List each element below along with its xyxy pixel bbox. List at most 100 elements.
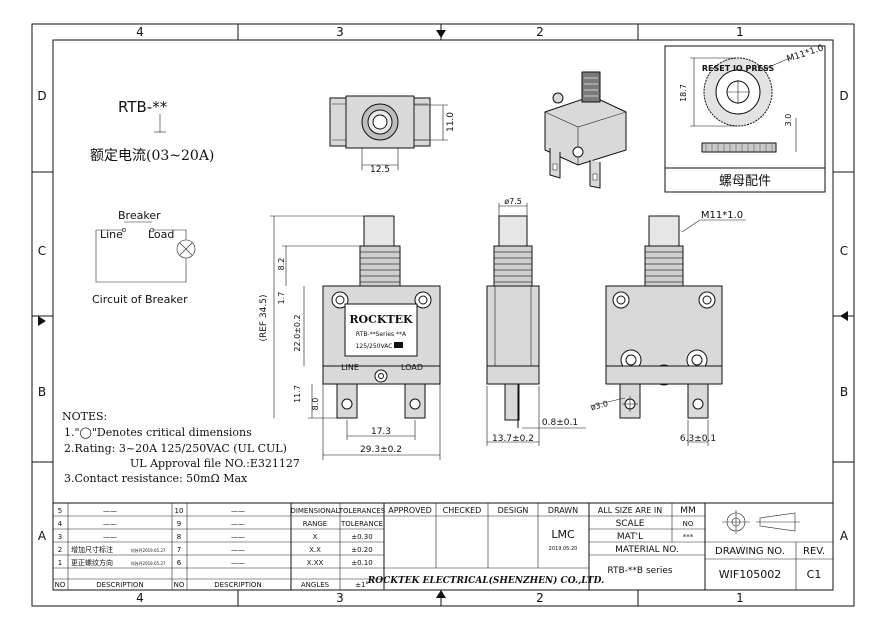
note-1: 1."◯"Denotes critical dimensions bbox=[64, 426, 252, 439]
zone-col-bottom-2: 2 bbox=[536, 591, 544, 605]
tol-row-angles-value: ±1° bbox=[355, 581, 369, 589]
center-mark-top-icon bbox=[436, 30, 446, 38]
drawn-date: 2019.05.20 bbox=[549, 546, 578, 552]
company-name: ROCKTEK ELECTRICAL(SHENZHEN) CO.,LTD. bbox=[367, 575, 604, 586]
nut-diameter-dim: 18.7 bbox=[679, 84, 688, 102]
ul-mark-icon bbox=[394, 342, 403, 348]
design-label: DESIGN bbox=[498, 506, 529, 515]
top-width-dim: 12.5 bbox=[370, 165, 390, 175]
rev-header-no-right: NO bbox=[174, 581, 185, 589]
zone-col-top-3: 3 bbox=[336, 25, 344, 39]
zone-col-top-4: 4 bbox=[136, 25, 144, 39]
notes-title: NOTES: bbox=[62, 410, 107, 423]
scale-label: SCALE bbox=[616, 519, 645, 529]
side-view: ø7.5 0.8±0.1 13.7±0.2 bbox=[486, 197, 586, 446]
drawn-by: LMC bbox=[551, 528, 575, 541]
tol-row-x-value: ±0.30 bbox=[351, 533, 372, 541]
front-dim-tab: 8.0 bbox=[311, 398, 320, 411]
projection-symbol-icon bbox=[722, 510, 800, 534]
rev-right-desc-6: —— bbox=[231, 559, 245, 567]
units-label: ALL SIZE ARE IN bbox=[598, 506, 662, 515]
front-view: ROCKTEK RTB-**Series **A 125/250VAC LINE… bbox=[259, 215, 441, 460]
rev-right-desc-8: —— bbox=[231, 533, 245, 541]
front-dim-overall: (REF 34.5) bbox=[259, 294, 269, 341]
units-value: MM bbox=[680, 506, 696, 516]
series-label: RTB-**Series **A bbox=[356, 331, 407, 338]
rev-left-desc-2: 增加尺寸标注 bbox=[71, 545, 113, 554]
rev-left-no-5: 5 bbox=[58, 507, 62, 515]
note-2: 2.Rating: 3~20A 125/250VAC (UL CUL) bbox=[64, 442, 287, 455]
side-dim-depth: 13.7±0.2 bbox=[492, 434, 534, 444]
rev-right-no-8: 8 bbox=[177, 533, 181, 541]
title-block: 5 4 3 2 1 10 9 8 7 6 —— —— —— 增加尺寸标注 更正螺… bbox=[52, 502, 834, 591]
drawn-label: DRAWN bbox=[548, 506, 578, 515]
notes: NOTES: 1."◯"Denotes critical dimensions … bbox=[62, 410, 300, 485]
voltage-label: 125/250VAC bbox=[356, 343, 393, 350]
zone-row-left-a: A bbox=[38, 529, 47, 543]
part-number: RTB-** bbox=[118, 98, 168, 116]
isometric-view bbox=[544, 71, 627, 189]
circuit-diagram: Breaker Line Load Circuit of Breaker bbox=[92, 209, 196, 306]
rating-block: RTB-** 额定电流(03~20A) bbox=[90, 98, 214, 164]
load-label: Load bbox=[148, 228, 174, 241]
line-terminal-label: LINE bbox=[341, 363, 359, 372]
side-dim-thk: 0.8±0.1 bbox=[542, 418, 578, 428]
center-mark-left-icon bbox=[38, 316, 46, 326]
rev-left-desc-5: —— bbox=[103, 507, 117, 515]
rev-header-desc-right: DESCRIPTION bbox=[214, 581, 261, 589]
zone-row-left-b: B bbox=[38, 385, 46, 399]
nut-detail: 螺母配件 RESET IO PRESS M11*1.0 18.7 3.0 bbox=[664, 43, 826, 193]
back-hole-dim: ø3.0 bbox=[590, 399, 609, 412]
front-dim-flange: 1.7 bbox=[277, 292, 286, 305]
front-dim-pitch: 17.3 bbox=[371, 427, 391, 437]
lamp-icon bbox=[176, 239, 196, 259]
rev-left-desc-4: —— bbox=[103, 520, 117, 528]
top-height-dim: 11.0 bbox=[446, 112, 456, 132]
top-view: 12.5 11.0 bbox=[329, 95, 456, 175]
approval-block: APPROVED CHECKED DESIGN DRAWN LMC 2019.0… bbox=[367, 502, 604, 591]
rev-right-no-9: 9 bbox=[177, 520, 181, 528]
checked-label: CHECKED bbox=[443, 506, 482, 515]
tol-header-a: DIMENSIONAL bbox=[290, 507, 339, 515]
series-name: RTB-**B series bbox=[607, 566, 673, 576]
drawing-no-label: DRAWING NO. bbox=[715, 546, 785, 557]
approved-label: APPROVED bbox=[388, 506, 432, 515]
zone-row-right-a: A bbox=[840, 529, 849, 543]
rev-right-no-6: 6 bbox=[177, 559, 182, 567]
tol-header-b: TOLERANCES bbox=[338, 507, 386, 515]
tol-row-x: X bbox=[313, 533, 318, 541]
zone-row-right-c: C bbox=[840, 244, 848, 258]
center-mark-right-icon bbox=[840, 311, 848, 321]
rev-right-desc-7: —— bbox=[231, 546, 245, 554]
tol-range-label: RANGE bbox=[303, 520, 327, 528]
rev-label: REV. bbox=[803, 546, 825, 557]
drawing-number: WIF105002 bbox=[719, 568, 781, 581]
zone-col-bottom-1: 1 bbox=[736, 591, 744, 605]
tol-row-xxx-value: ±0.10 bbox=[351, 559, 372, 567]
rev-left-desc-1: 更正螺纹方向 bbox=[71, 558, 113, 567]
zone-col-top-2: 2 bbox=[536, 25, 544, 39]
breaker-label: Breaker bbox=[118, 209, 161, 222]
rev-right-no-10: 10 bbox=[175, 507, 184, 515]
note-3: 3.Contact resistance: 50mΩ Max bbox=[64, 472, 248, 485]
back-tab-dim: 6.3±0.1 bbox=[680, 434, 716, 444]
nut-thickness-dim: 3.0 bbox=[784, 114, 793, 127]
rev-left-no-4: 4 bbox=[58, 520, 63, 528]
zone-row-right-d: D bbox=[839, 89, 848, 103]
nut-label: 螺母配件 bbox=[719, 174, 771, 189]
material-label: MAT'L bbox=[617, 532, 643, 542]
revision-table: 5 4 3 2 1 10 9 8 7 6 —— —— —— 增加尺寸标注 更正螺… bbox=[52, 502, 292, 591]
rev-right-desc-10: —— bbox=[231, 507, 245, 515]
back-thread-label: M11*1.0 bbox=[701, 210, 743, 221]
brand-label: ROCKTEK bbox=[349, 313, 413, 326]
tol-row-xx-value: ±0.20 bbox=[351, 546, 372, 554]
line-label: Line bbox=[100, 228, 123, 241]
rev-stamp-2: 刘苏丹2019.05.27 bbox=[131, 547, 166, 553]
material-value: *** bbox=[683, 533, 694, 541]
rated-current: 额定电流(03~20A) bbox=[90, 148, 214, 164]
center-mark-bottom-icon bbox=[436, 590, 446, 598]
zone-col-bottom-3: 3 bbox=[336, 591, 344, 605]
rev-right-desc-9: —— bbox=[231, 520, 245, 528]
zone-col-bottom-4: 4 bbox=[136, 591, 144, 605]
